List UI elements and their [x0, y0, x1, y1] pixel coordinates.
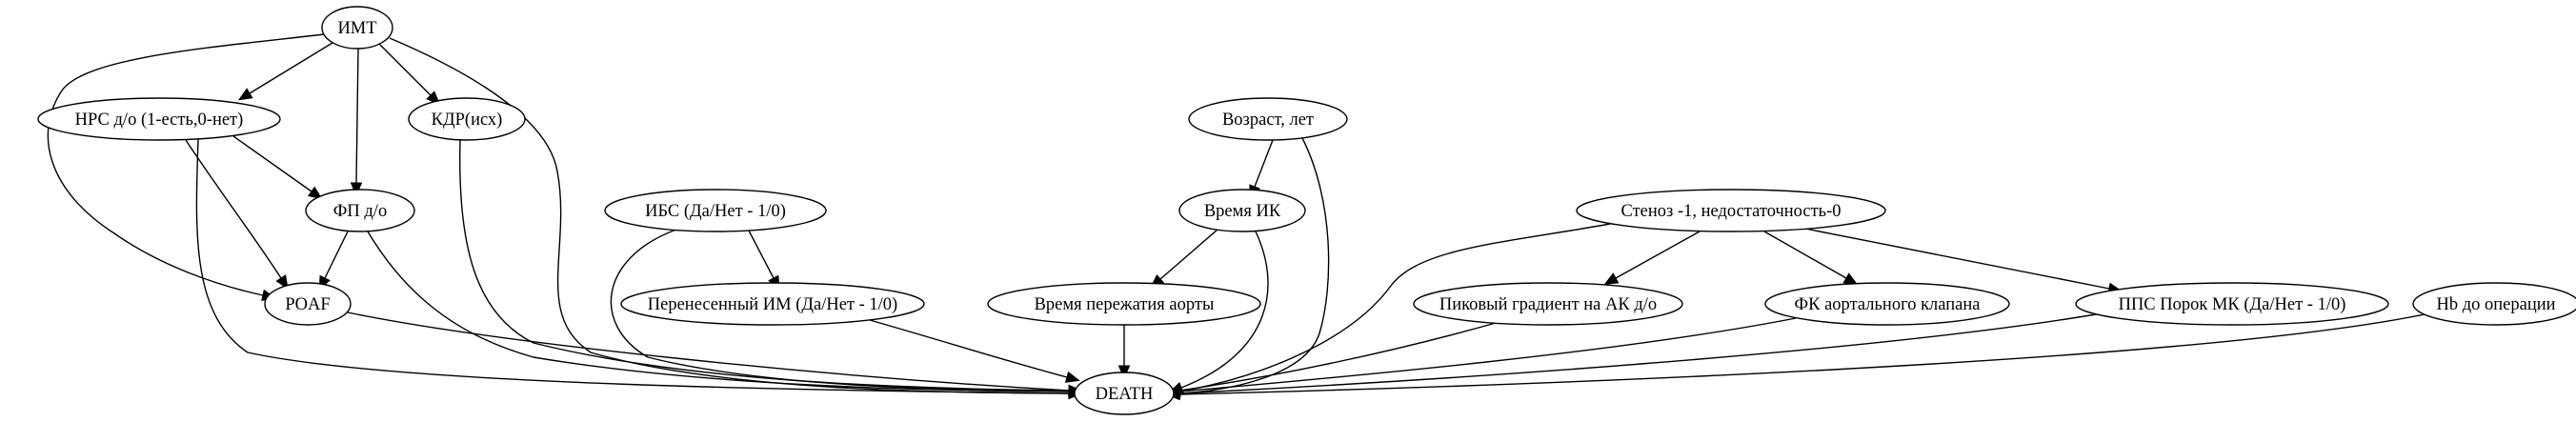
edge-line: [869, 319, 1068, 378]
node-hb: Hb до операции: [2412, 282, 2576, 326]
edge-fp-to-poaf: [318, 231, 349, 291]
edge-clamp-to-death: [1117, 325, 1131, 380]
node-ellipse: [604, 189, 827, 232]
edge-line: [1178, 313, 2425, 395]
edge-line: [367, 231, 1070, 392]
edge-kdr-to-death: [459, 139, 1083, 397]
node-label: ИБС (Да/Нет - 1/0): [645, 202, 786, 221]
edge-stenosis-to-grad: [1603, 231, 1701, 285]
node-label: ФК аортального клапана: [1795, 295, 1981, 314]
edge-line: [378, 43, 432, 96]
edge-arrowhead: [1842, 272, 1859, 286]
node-label: Время пережатия аорты: [1035, 295, 1215, 314]
node-ellipse: [37, 97, 281, 141]
node-grad: Пиковый градиент на АК д/о: [1413, 282, 1683, 326]
edge-stenosis-to-fk: [1763, 231, 1859, 286]
node-label: DEATH: [1096, 385, 1154, 404]
edge-arrowhead: [1603, 272, 1620, 285]
edge-line: [610, 229, 1070, 392]
edge-line: [324, 231, 349, 279]
node-fk: ФК аортального клапана: [1764, 282, 2010, 326]
node-death: DEATH: [1074, 372, 1175, 415]
edge-line: [249, 42, 333, 94]
node-label: ППС Порок МК (Да/Нет - 1/0): [2119, 295, 2346, 314]
edge-line: [1615, 231, 1701, 279]
node-label: НРС д/о (1-есть,0-нет): [75, 111, 244, 130]
node-ellipse: [305, 189, 415, 232]
edge-arrowhead: [237, 88, 253, 101]
node-ellipse: [321, 6, 393, 50]
edge-ik-to-clamp: [1150, 229, 1218, 289]
node-pps: ППС Порок МК (Да/Нет - 1/0): [2075, 282, 2389, 326]
node-ellipse: [1178, 189, 1306, 232]
edge-arrowhead: [275, 274, 289, 290]
node-label: Перенесенный ИМ (Да/Нет - 1/0): [648, 295, 897, 314]
node-label: ФП д/о: [333, 202, 387, 221]
edge-line: [1178, 322, 1497, 392]
edge-line: [1804, 228, 2110, 290]
node-imt: ИМТ: [321, 6, 393, 50]
node-fp: ФП д/о: [305, 189, 415, 232]
node-ellipse: [2075, 282, 2389, 326]
edge-line: [347, 311, 1070, 392]
node-ellipse: [1413, 282, 1683, 326]
edge-arrowhead: [1064, 371, 1080, 383]
node-label: Стеноз -1, недостаточность-0: [1620, 202, 1841, 221]
node-label: Возраст, лет: [1222, 111, 1314, 130]
node-ik: Время ИК: [1178, 189, 1306, 232]
edge-ibs-to-im: [748, 230, 780, 291]
edge-imt-to-fp: [350, 48, 363, 197]
edge-imt-to-kdr: [378, 43, 441, 106]
edge-line: [748, 230, 775, 279]
edge-line: [195, 138, 1070, 394]
edge-line: [1763, 231, 1847, 279]
nodes-layer: ИМТ НРС д/о (1-есть,0-нет) КДР(исх) ФП д/оP…: [37, 6, 2576, 415]
edge-line: [1178, 313, 2097, 394]
edge-age-to-death: [1165, 137, 1330, 400]
edge-line: [1180, 231, 1269, 389]
edge-line: [47, 33, 325, 296]
node-label: Время ИК: [1204, 202, 1281, 221]
node-ellipse: [1188, 97, 1348, 141]
node-clamp: Время пережатия аорты: [987, 282, 1261, 326]
node-stenosis: Стеноз -1, недостаточность-0: [1576, 189, 1886, 232]
node-ellipse: [987, 282, 1261, 326]
node-label: КДР(исх): [432, 111, 503, 130]
node-label: Пиковый градиент на АК д/о: [1439, 295, 1657, 314]
edge-line: [1178, 223, 1611, 392]
node-nrs: НРС д/о (1-есть,0-нет): [37, 97, 281, 141]
edge-line: [459, 139, 1070, 392]
edge-line: [355, 48, 359, 184]
edge-line: [232, 135, 312, 192]
edge-arrowhead: [307, 186, 323, 200]
edge-line: [1178, 317, 1797, 392]
node-ellipse: [1074, 372, 1175, 415]
node-poaf: POAF: [264, 282, 352, 326]
edge-line: [1178, 137, 1330, 394]
node-ellipse: [1764, 282, 2010, 326]
edge-pps-to-death: [1165, 313, 2097, 400]
node-ellipse: [264, 282, 352, 326]
edge-line: [1159, 229, 1218, 280]
edge-hb-to-death: [1165, 313, 2425, 401]
node-label: Hb до операции: [2436, 295, 2555, 314]
node-label: ИМТ: [337, 19, 376, 38]
node-label: POAF: [285, 295, 330, 314]
node-ellipse: [408, 97, 526, 141]
node-ibs: ИБС (Да/Нет - 1/0): [604, 189, 827, 232]
edge-line: [1254, 139, 1274, 188]
node-ellipse: [1576, 189, 1886, 232]
node-kdr: КДР(исх): [408, 97, 526, 141]
edge-imt-to-poaf: [47, 33, 325, 301]
node-im: Перенесенный ИМ (Да/Нет - 1/0): [620, 282, 925, 326]
node-age: Возраст, лет: [1188, 97, 1348, 141]
edge-imt-to-nrs: [237, 42, 333, 101]
edge-nrs-to-fp: [232, 135, 323, 200]
node-ellipse: [620, 282, 925, 326]
node-ellipse: [2412, 282, 2576, 326]
edge-im-to-death: [869, 319, 1080, 383]
